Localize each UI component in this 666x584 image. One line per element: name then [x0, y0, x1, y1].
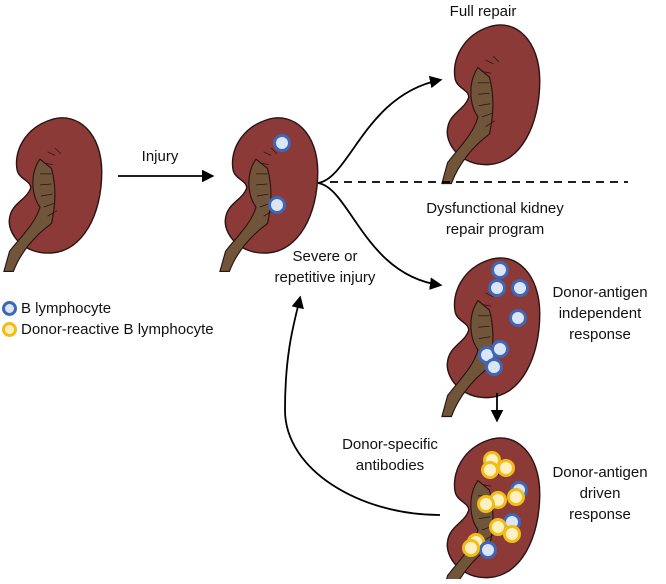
- donor-reactive-b-lymphocyte-icon: [477, 495, 495, 513]
- b-lymphocyte-icon: [2, 301, 17, 316]
- label-driven-line2: driven: [579, 485, 621, 502]
- b-lymphocyte-icon: [273, 134, 291, 152]
- label-full-repair: Full repair: [449, 3, 517, 20]
- b-lymphocyte-icon: [491, 340, 509, 358]
- donor-reactive-b-lymphocyte-icon: [489, 518, 507, 536]
- label-driven-line3: response: [569, 506, 631, 523]
- donor-reactive-b-lymphocyte-icon: [507, 488, 525, 506]
- legend-b-lymphocyte: B lymphocyte: [2, 300, 111, 317]
- b-lymphocyte-icon: [268, 196, 286, 214]
- label-injury: Injury: [141, 148, 179, 165]
- label-dysfunctional-line1: Dysfunctional kidney: [426, 200, 564, 217]
- donor-reactive-b-lymphocyte-icon: [481, 461, 499, 479]
- b-lymphocyte-icon: [511, 279, 529, 297]
- b-lymphocyte-icon: [479, 541, 497, 559]
- donor-reactive-b-lymphocyte-icon: [462, 539, 480, 557]
- label-independent-line2: independent: [558, 305, 642, 322]
- label-dsa-line1: Donor-specific: [342, 436, 438, 453]
- arrow-to-dysfunctional: [317, 182, 443, 290]
- b-lymphocyte-icon: [485, 358, 503, 376]
- b-lymphocyte-icon: [488, 279, 506, 297]
- legend-label: B lymphocyte: [21, 300, 112, 317]
- feedback-arrow: [284, 295, 441, 516]
- arrow-to-full-repair: [317, 75, 443, 184]
- donor-reactive-b-lymphocyte-icon: [503, 525, 521, 543]
- b-lymphocyte-icon: [491, 261, 509, 279]
- label-independent-line3: response: [569, 326, 631, 343]
- b-lymphocyte-icon: [509, 309, 527, 327]
- legend-label: Donor-reactive B lymphocyte: [21, 321, 214, 338]
- label-driven-line1: Donor-antigen: [552, 464, 648, 481]
- legend-donor-reactive-b-lymphocyte: Donor-reactive B lymphocyte: [2, 321, 214, 338]
- label-severe-line2: repetitive injury: [274, 269, 376, 286]
- label-independent-line1: Donor-antigen: [552, 284, 648, 301]
- kidney-full-repair: [441, 24, 541, 185]
- donor-reactive-b-lymphocyte-icon: [497, 459, 515, 477]
- label-severe-line1: Severe or: [292, 248, 358, 265]
- label-dsa-line2: antibodies: [355, 457, 425, 474]
- label-dysfunctional-line2: repair program: [445, 221, 545, 238]
- donor-reactive-b-lymphocyte-icon: [2, 322, 17, 337]
- cells-layer: [268, 134, 529, 559]
- kidney-healthy: [3, 117, 103, 273]
